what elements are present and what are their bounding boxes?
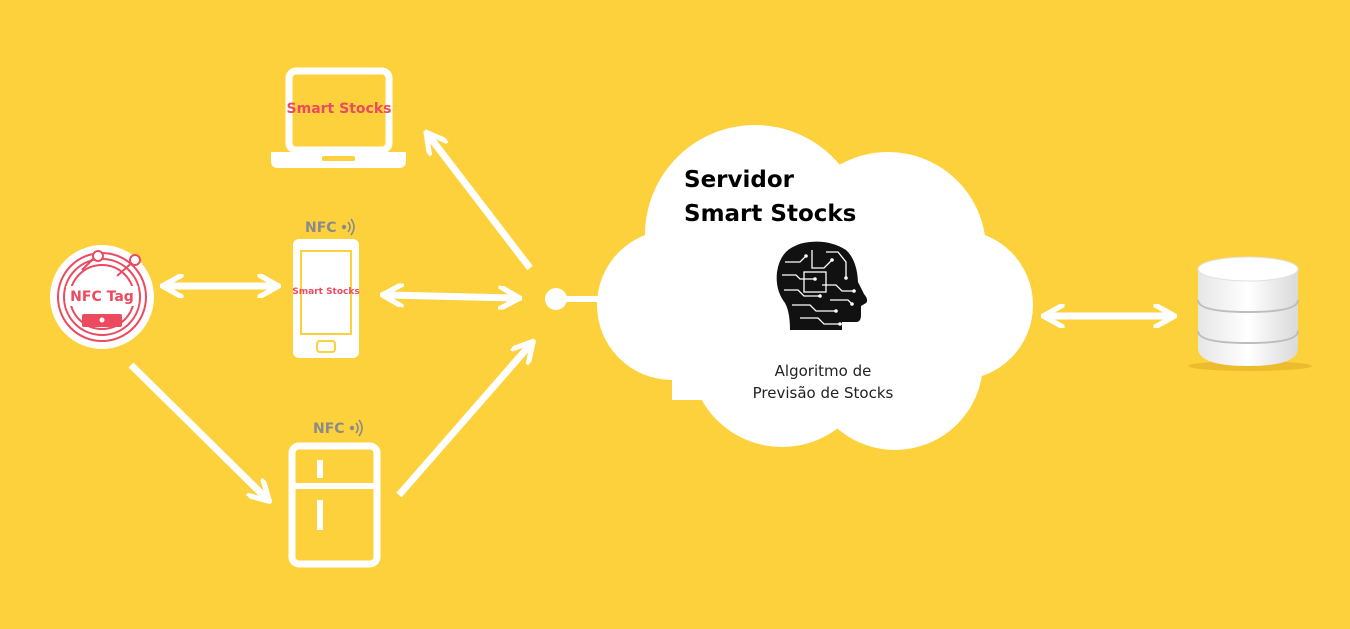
laptop-brand: Smart Stocks xyxy=(287,101,392,117)
hub-node xyxy=(545,288,605,310)
nfc-signal-icon xyxy=(341,218,355,236)
arrow-fridge-hub xyxy=(396,345,530,498)
arrow-hub-laptop xyxy=(429,136,533,271)
smartphone-icon: NFC Smart Stocks xyxy=(292,218,360,358)
arrow-nfc-tag-fridge xyxy=(128,362,266,498)
arrow-phone-hub xyxy=(387,295,515,298)
nfc-label-phone: NFC xyxy=(305,220,337,236)
server-title-line2: Smart Stocks xyxy=(684,201,856,227)
nfc-tag-icon: NFC Tag xyxy=(50,245,154,349)
nfc-tag-label: NFC Tag xyxy=(70,289,134,305)
nfc-label-fridge: NFC xyxy=(313,421,345,437)
fridge-icon: NFC xyxy=(288,419,381,568)
algorithm-line2: Previsão de Stocks xyxy=(753,384,894,402)
ai-head-icon xyxy=(776,241,868,330)
laptop-icon: Smart Stocks xyxy=(271,67,406,168)
database-icon xyxy=(1188,256,1312,371)
server-title-line1: Servidor xyxy=(684,167,795,193)
nfc-signal-icon xyxy=(349,419,363,437)
connection-arrows xyxy=(128,136,1170,498)
phone-brand: Smart Stocks xyxy=(292,287,359,297)
algorithm-line1: Algoritmo de xyxy=(775,362,872,380)
